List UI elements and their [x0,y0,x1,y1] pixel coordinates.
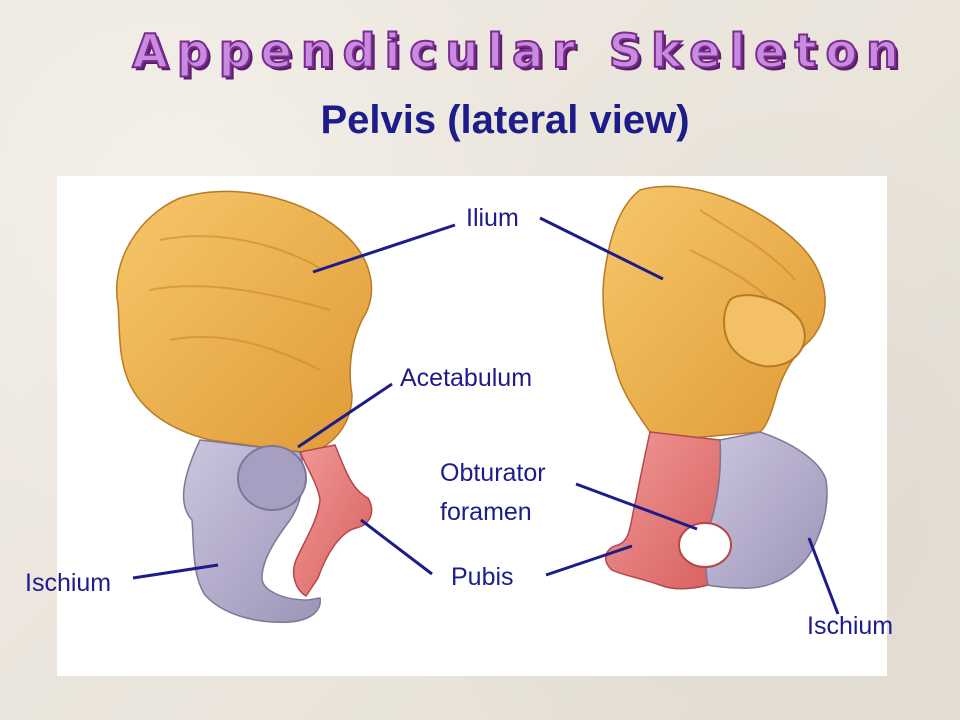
label-obturator-line2: foramen [440,498,532,526]
left-hip-bone [116,190,373,623]
leader-ilium-left [312,223,456,274]
right-hip-bone [602,185,828,590]
slide-subtitle: Pelvis (lateral view) [320,98,690,142]
label-ischium-left: Ischium [25,569,112,597]
leader-obturator [575,482,698,531]
right-auricular-surface [723,294,806,368]
leader-ischium-right [807,537,840,615]
label-pubis: Pubis [451,563,514,591]
left-acetabulum-cup [237,445,307,511]
left-ilium-region [116,190,373,453]
slide-title: Appendicular Skeleton [131,23,908,79]
label-ilium: Ilium [466,204,519,232]
leader-pubis-right [545,544,633,577]
label-ischium-right: Ischium [807,612,894,640]
leader-acetabulum [297,382,393,449]
right-ischium-region [705,431,828,589]
label-obturator-line1: Obturator [440,459,546,487]
leader-ischium-left [132,563,219,580]
left-ilium-ridge [149,235,331,371]
leader-lines [132,216,840,615]
right-obturator-foramen [678,522,732,568]
leader-ilium-right [539,216,664,281]
right-ilium-ridge [689,209,796,301]
right-ilium-region [602,185,826,439]
leader-pubis-left [360,518,433,576]
label-acetabulum: Acetabulum [400,364,533,392]
left-pubis-region [292,444,373,598]
